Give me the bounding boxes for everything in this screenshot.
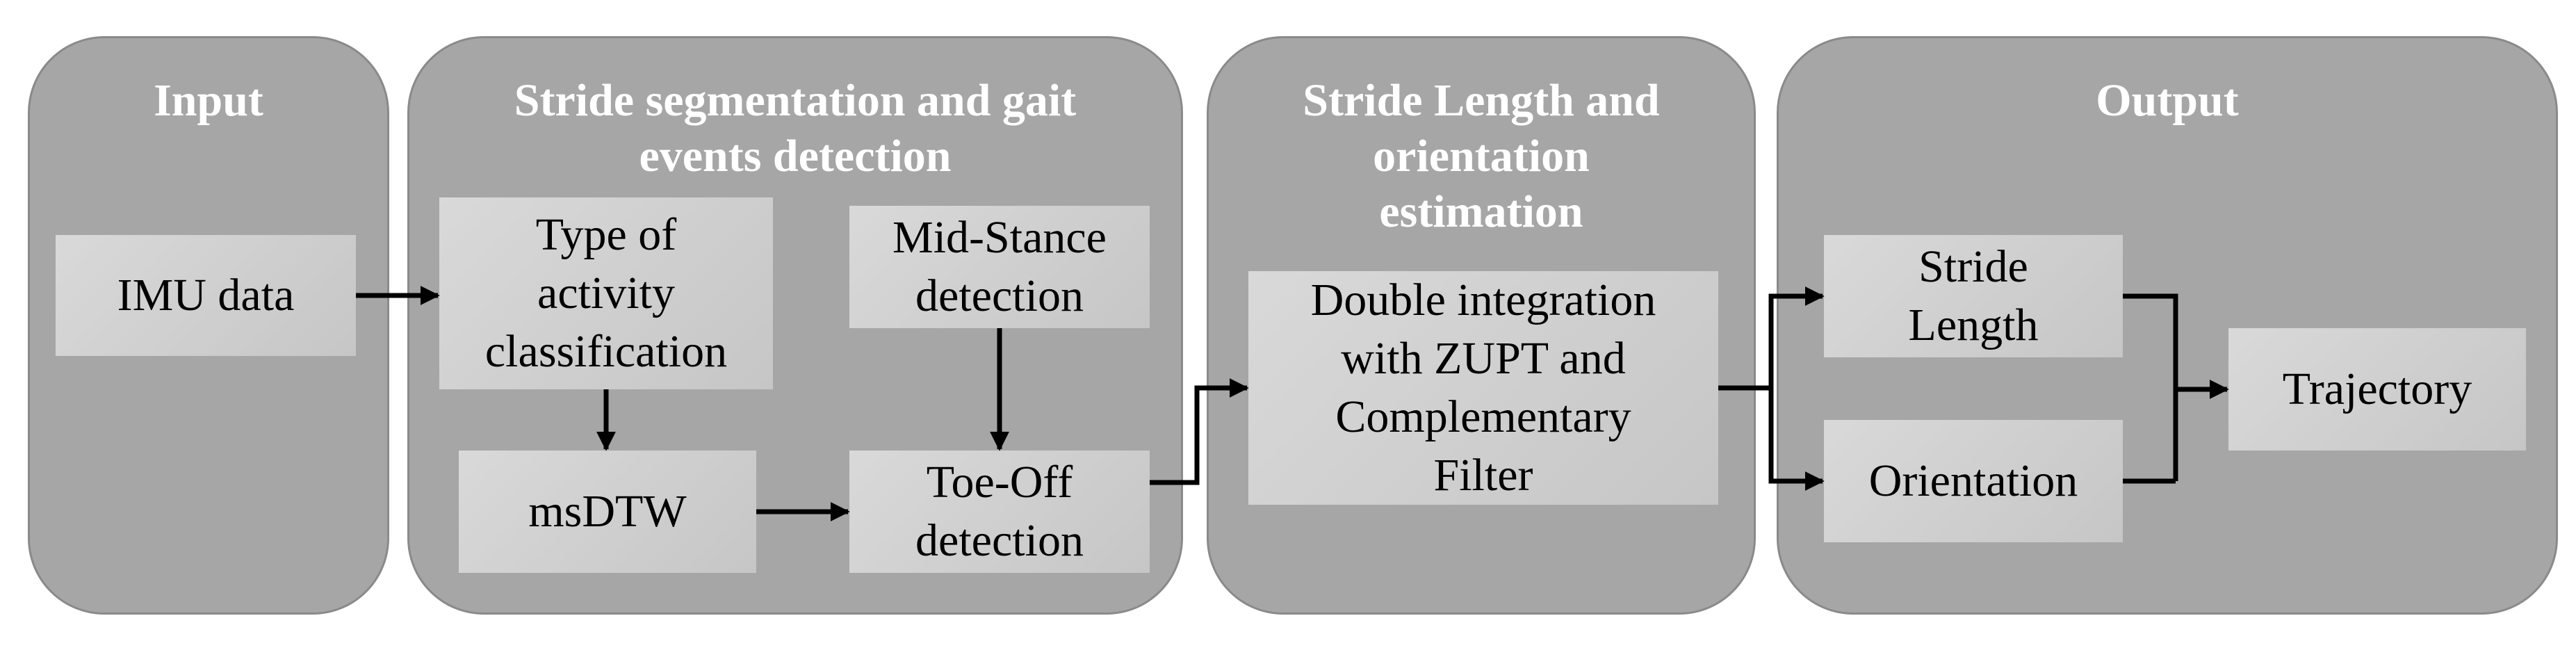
midstance-line1: Mid-Stance: [892, 212, 1107, 263]
stride-length-box: Stride Length: [1824, 235, 2123, 357]
output-panel-title: Output: [2096, 75, 2239, 126]
double-integration-box: Double integration with ZUPT and Complem…: [1248, 271, 1718, 505]
stride-length-line2: Length: [1908, 300, 2039, 350]
toeoff-line2: detection: [915, 515, 1084, 566]
msdtw-label: msDTW: [528, 486, 687, 537]
input-panel-title: Input: [154, 75, 263, 126]
estimation-title-line3: estimation: [1379, 186, 1583, 237]
imu-data-box: IMU data: [56, 235, 356, 356]
integration-line3: Complementary: [1335, 391, 1631, 442]
integration-line4: Filter: [1433, 450, 1533, 501]
segmentation-title-line1: Stride segmentation and gait: [514, 75, 1077, 126]
estimation-title-line1: Stride Length and: [1303, 75, 1660, 126]
midstance-line2: detection: [915, 270, 1084, 321]
activity-classification-box: Type of activity classification: [439, 197, 773, 389]
integration-line1: Double integration: [1310, 275, 1656, 325]
segmentation-title-line2: events detection: [639, 131, 952, 181]
stride-length-line1: Stride: [1918, 241, 2028, 292]
estimation-title-line2: orientation: [1373, 131, 1590, 181]
imu-data-label: IMU data: [117, 270, 295, 321]
midstance-detection-box: Mid-Stance detection: [849, 206, 1150, 328]
trajectory-box: Trajectory: [2228, 328, 2526, 451]
orientation-label: Orientation: [1868, 455, 2078, 506]
msdtw-box: msDTW: [459, 451, 756, 573]
activity-line1: Type of: [535, 209, 677, 260]
integration-line2: with ZUPT and: [1341, 333, 1626, 384]
activity-line2: activity: [537, 268, 675, 318]
activity-line3: classification: [484, 326, 728, 377]
toeoff-line1: Toe-Off: [926, 457, 1073, 508]
orientation-box: Orientation: [1824, 420, 2123, 542]
trajectory-label: Trajectory: [2282, 364, 2472, 414]
segmentation-panel-title: Stride segmentation and gait events dete…: [409, 73, 1181, 184]
toeoff-detection-box: Toe-Off detection: [849, 451, 1150, 573]
estimation-panel-title: Stride Length and orientation estimation: [1209, 73, 1754, 240]
